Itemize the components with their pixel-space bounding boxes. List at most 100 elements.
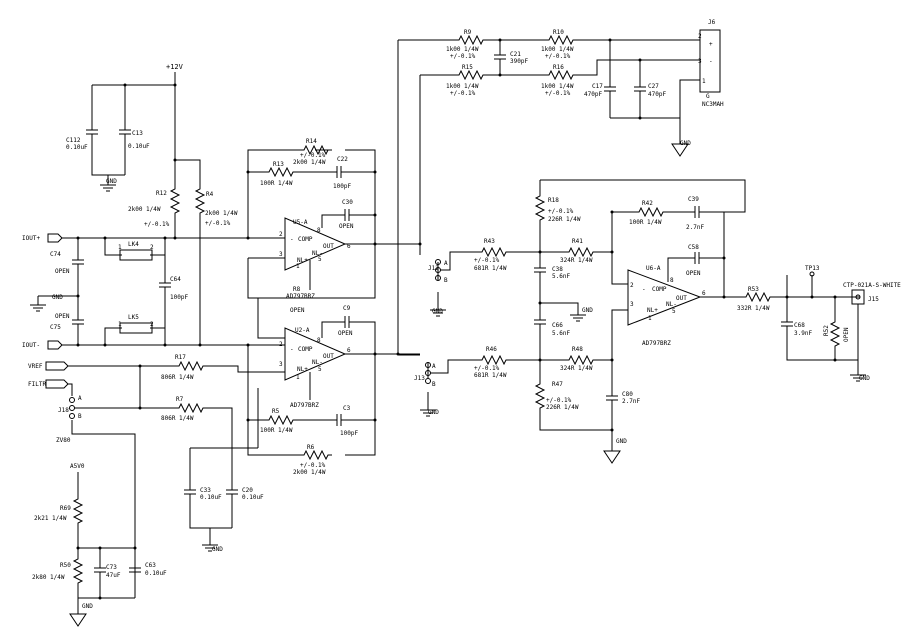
u2a-out: OUT <box>323 353 334 360</box>
j6-part: NC3MAH <box>702 101 724 108</box>
j15-part: CTP-021A-S-WHITE <box>843 282 901 289</box>
u5a-stage <box>246 145 422 299</box>
r13-ref: R13 <box>273 161 284 168</box>
j6-pin2: 2 <box>698 33 702 40</box>
r14-value: 2k00 1/4W <box>293 159 326 166</box>
gnd-label-c20: GND <box>212 546 223 553</box>
ioutp-label: IOUT+ <box>22 235 40 242</box>
c64-value: 100pF <box>170 294 188 301</box>
u5a-pin2: 2 <box>279 231 283 238</box>
u6a-pin8: 8 <box>670 277 674 284</box>
r14-ref: R14 <box>306 138 317 145</box>
c68-ref: C68 <box>794 322 805 329</box>
u6a-out: OUT <box>676 295 687 302</box>
r9-ref: R9 <box>464 29 472 36</box>
u6a-comp: COMP <box>652 286 667 293</box>
c63-ref: C63 <box>145 562 156 569</box>
u6a-pin6: 6 <box>702 290 706 297</box>
r13-value: 100R 1/4W <box>260 180 293 187</box>
r16-symbol <box>544 70 578 80</box>
r6-tol: +/-0.1% <box>300 462 326 469</box>
c30-ref: C30 <box>342 199 353 206</box>
j12-pinA: A <box>444 260 448 267</box>
tp13-point <box>809 271 815 277</box>
r69-ref: R69 <box>60 505 71 512</box>
vref-filter-section <box>45 361 285 580</box>
u2a-pin1: 1 <box>296 374 300 381</box>
j12-ref: J12 <box>428 265 439 272</box>
output-network-top <box>397 29 721 355</box>
u5a-opamp <box>284 217 347 271</box>
c30-value: OPEN <box>339 223 354 230</box>
r48-value: 324R 1/4W <box>560 365 593 372</box>
gnd-label-j6: GND <box>680 140 691 147</box>
j6-plus: + <box>709 41 713 48</box>
j13-pinB: B <box>432 381 436 388</box>
p12v-label: +12V <box>166 63 184 71</box>
c17-ref: C17 <box>592 83 603 90</box>
u5a-pin1: 1 <box>296 263 300 270</box>
r4-ref: R4 <box>206 191 214 198</box>
r8-ref: R8 <box>293 286 301 293</box>
u2a-nlm: NL- <box>312 359 323 366</box>
c39-ref: C39 <box>688 196 699 203</box>
u2a-stage <box>246 298 420 460</box>
r8-value: OPEN <box>290 307 305 314</box>
u6a-minus: - <box>642 286 646 293</box>
c66-ref: C66 <box>552 322 563 329</box>
u5a-nlp: NL+ <box>297 257 308 264</box>
j15-ref: J15 <box>868 296 879 303</box>
c80-value: 2.7nF <box>622 398 640 405</box>
u2a-pin2: 2 <box>279 341 283 348</box>
u2a-pin5: 5 <box>318 366 322 373</box>
r15-ref: R15 <box>462 64 473 71</box>
r43-tol: +/-0.1% <box>474 257 500 264</box>
r4-symbol <box>195 184 205 218</box>
r41-symbol <box>564 247 598 257</box>
u2a-pin8: 8 <box>317 337 321 344</box>
ioutn-label: IOUT- <box>22 342 40 349</box>
c21-ref: C21 <box>510 51 521 58</box>
lk5-pin2: 2 <box>150 321 154 328</box>
r43-value: 681R 1/4W <box>474 265 507 272</box>
ioutp-port <box>47 233 63 243</box>
r52-symbol <box>830 317 840 351</box>
u6a-stage <box>610 206 860 326</box>
r41-ref: R41 <box>572 238 583 245</box>
u5a-pin3: 3 <box>279 251 283 258</box>
u6a-part: AD797BRZ <box>642 340 671 347</box>
r52-ref: R52 <box>823 325 830 336</box>
r17-ref: R17 <box>175 354 186 361</box>
c9-ref: C9 <box>343 305 351 312</box>
bias-divider <box>69 472 141 627</box>
zener-label: ZV80 <box>56 437 71 444</box>
c58-value: OPEN <box>686 270 701 277</box>
r47-value: 226R 1/4W <box>546 404 579 411</box>
u6a-pin5: 5 <box>672 308 676 315</box>
c20-value: 0.10uF <box>242 494 264 501</box>
gnd-label-bias: GND <box>82 603 93 610</box>
r47-ref: R47 <box>552 381 563 388</box>
r50-value: 2k80 1/4W <box>32 574 65 581</box>
r53-symbol <box>741 292 775 302</box>
c80-ref: C80 <box>622 391 633 398</box>
bottom-decoupling <box>184 388 259 552</box>
r69-value: 2k21 1/4W <box>34 515 67 522</box>
c112-ref: C112 <box>66 137 81 144</box>
u6a-nlp: NL+ <box>647 307 658 314</box>
c112-value: 0.10uF <box>66 144 88 151</box>
u6a-pin1: 1 <box>648 315 652 322</box>
lk4-label: LK4 <box>128 241 139 248</box>
c27-ref: C27 <box>648 83 659 90</box>
filter-network <box>470 179 746 464</box>
u2a-part: AD797BRZ <box>290 402 319 409</box>
r10-ref: R10 <box>553 29 564 36</box>
j6-minus: - <box>709 58 713 65</box>
r12-ref: R12 <box>156 190 167 197</box>
r10-symbol <box>544 35 578 45</box>
u2a-comp: COMP <box>298 346 313 353</box>
c20-ref: C20 <box>242 487 253 494</box>
r9-tol: +/-0.1% <box>450 53 476 60</box>
c38-value: 5.6nF <box>552 273 570 280</box>
